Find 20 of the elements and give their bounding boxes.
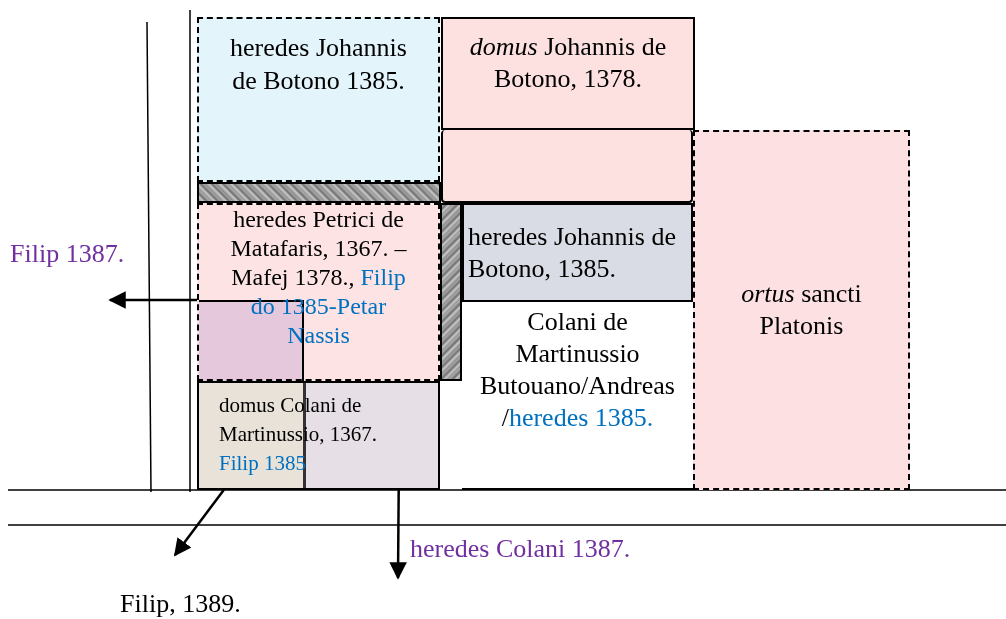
plot-text: Filip, 1389. — [120, 588, 242, 619]
plot-text: domus Johannis de Botono, 1378. — [468, 31, 668, 95]
stone-wall — [440, 203, 462, 381]
plot-box — [441, 130, 693, 203]
plot-text: heredes Johannis de Botono, 1385. — [467, 220, 677, 285]
stone-wall — [197, 182, 441, 203]
plot-text: heredes Colani 1387. — [410, 533, 632, 565]
plot-text: heredes Johannis de Botono 1385. — [229, 32, 408, 97]
arrow — [108, 291, 197, 309]
plot-text: Filip 1387. — [10, 238, 126, 270]
plot-text: ortus sancti Platonis — [740, 278, 863, 342]
plot-box — [462, 203, 693, 302]
plot-box — [197, 17, 440, 182]
plot-box — [197, 203, 440, 381]
arrow — [389, 490, 407, 580]
plot-box — [441, 17, 695, 130]
arrow — [173, 489, 225, 557]
plot-box — [693, 130, 910, 490]
plot-text: Colani de Martinussio Butouano/Andreas /heredes 1385. — [479, 306, 676, 434]
plot-box — [197, 381, 440, 490]
